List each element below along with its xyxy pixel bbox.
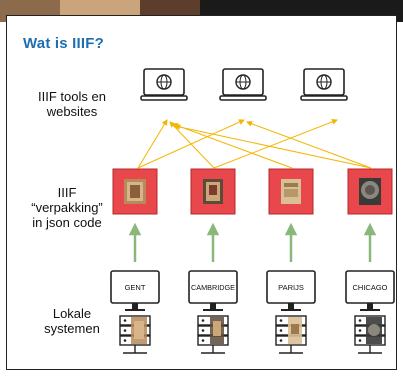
row-label-line: “verpakking” <box>31 200 103 215</box>
slide-title: Wat is IIIF? <box>23 35 105 52</box>
laptop-globe-icon <box>219 68 267 101</box>
monitor-icon: CAMBRIDGE <box>188 270 238 311</box>
yellow-arrow <box>169 121 215 169</box>
laptop-globe-icon <box>300 68 348 101</box>
institution-label: GENT <box>125 283 146 292</box>
laptop-globe-icon <box>140 68 188 101</box>
slide: Wat is IIIF? IIIF tools en websites IIIF… <box>6 15 397 370</box>
server-rack-icon <box>354 315 386 354</box>
red-json-package <box>112 168 158 215</box>
iiif-diagram: GENT CAMBRIDGE PARIJS CHICAGO <box>110 68 395 354</box>
row-label-local: Lokale systemen <box>27 306 117 336</box>
monitor-icon: CHICAGO <box>345 270 395 311</box>
row-label-line: systemen <box>44 321 100 336</box>
red-json-package <box>347 168 393 215</box>
monitor-icon: PARIJS <box>266 270 316 311</box>
monitor-icon: GENT <box>110 270 160 311</box>
yellow-arrow <box>172 122 293 169</box>
row-label-line: IIIF <box>57 185 77 200</box>
institution-label: PARIJS <box>278 283 304 292</box>
server-rack-icon <box>197 315 229 354</box>
row-label-line: in json code <box>32 215 102 230</box>
row-label-tools: IIIF tools en websites <box>27 89 117 119</box>
row-label-line: websites <box>46 104 98 119</box>
yellow-arrows <box>137 119 372 169</box>
row-label-json: IIIF “verpakking” in json code <box>17 185 117 230</box>
red-json-package <box>190 168 236 215</box>
row-label-line: IIIF tools en <box>38 89 106 104</box>
row-label-line: Lokale <box>52 306 92 321</box>
server-rack-icon <box>275 315 307 354</box>
institution-label: CAMBRIDGE <box>191 283 235 292</box>
yellow-arrow <box>213 119 338 169</box>
yellow-arrow <box>137 119 168 169</box>
red-json-package <box>268 168 314 215</box>
institution-label: CHICAGO <box>352 283 387 292</box>
server-rack-icon <box>119 315 151 354</box>
yellow-arrow <box>174 124 372 169</box>
yellow-arrow <box>246 120 372 169</box>
green-arrows <box>128 222 377 262</box>
